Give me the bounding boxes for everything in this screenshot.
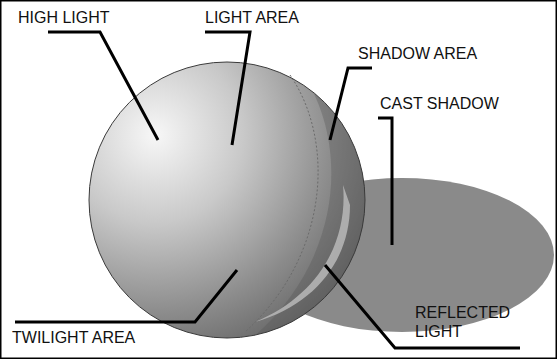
leader-line <box>330 68 372 140</box>
part-label: TWILIGHT AREA <box>12 328 192 347</box>
leader-line <box>205 32 250 145</box>
part-label: CAST SHADOW <box>380 94 550 113</box>
part-label: HIGH LIGHT <box>18 8 178 27</box>
shadow-area <box>250 60 380 340</box>
part-label: SHADOW AREA <box>358 44 538 63</box>
twilight-line <box>245 75 318 332</box>
sphere-outline <box>89 62 365 338</box>
part-label: LIGHT AREA <box>205 8 355 27</box>
leader-line <box>48 32 158 140</box>
leader-line <box>378 118 392 245</box>
reflected-light <box>255 185 350 322</box>
leader-line <box>15 270 237 322</box>
part-label: REFLECTED LIGHT <box>415 303 527 341</box>
